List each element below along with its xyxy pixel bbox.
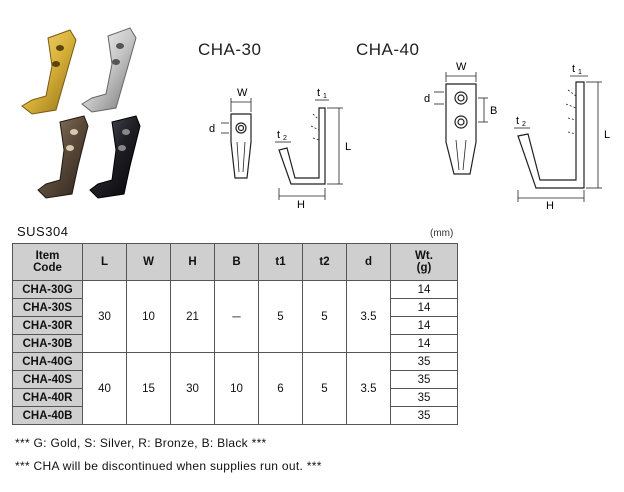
item-code: CHA-30B xyxy=(12,334,83,353)
cha40-dim-t1: t xyxy=(572,63,575,75)
cha30-drawing: W d t 1 t 2 L H xyxy=(209,87,351,210)
discontinued-note: *** CHA will be discontinued when suppli… xyxy=(15,459,322,473)
spec-table: Item Code L W H B t1 t2 d Wt. (g) CHA-30… xyxy=(12,243,458,425)
cha30-title: CHA-30 xyxy=(198,40,262,59)
bronze-hook xyxy=(37,115,89,199)
cha40-dim-t1-sub: 1 xyxy=(578,69,582,76)
item-code: CHA-40S xyxy=(12,370,83,389)
header-item-code-line1: Item xyxy=(35,250,60,262)
header-d: d xyxy=(346,243,391,281)
cha30-dim-d: d xyxy=(209,123,215,135)
cha40-dim-w: W xyxy=(456,62,467,73)
table-row: CHA-40S 35 xyxy=(12,370,458,389)
header-w: W xyxy=(126,243,171,281)
header-l: L xyxy=(82,243,127,281)
unit-label: (mm) xyxy=(430,228,454,239)
cha30-dim-w: W xyxy=(237,87,248,99)
cha40-dim-h: H xyxy=(546,200,554,210)
item-code: CHA-40G xyxy=(12,352,83,371)
gold-hook xyxy=(21,29,77,115)
cha30-dim-t2-sub: 2 xyxy=(283,135,287,142)
cell-b: 10 xyxy=(214,352,259,425)
table-row: CHA-30B 14 xyxy=(12,334,458,353)
cell-b: － xyxy=(214,280,259,353)
cha40-dim-l: L xyxy=(604,129,610,141)
table-row: CHA-40R 35 xyxy=(12,388,458,407)
item-code: CHA-30R xyxy=(12,316,83,335)
cha40-drawing: W d B t 1 t 2 L H xyxy=(424,62,610,210)
header-weight-line2: (g) xyxy=(416,262,432,274)
color-code-note: *** G: Gold, S: Silver, R: Bronze, B: Bl… xyxy=(15,436,267,450)
table-row: CHA-40G 40 15 30 10 6 5 3.5 35 xyxy=(12,352,458,425)
header-weight-line1: Wt. xyxy=(415,250,433,262)
cell-weight: 35 xyxy=(390,388,458,407)
product-photo xyxy=(21,27,141,199)
cell-d: 3.5 xyxy=(346,280,391,353)
cha30-dim-l: L xyxy=(345,141,351,153)
item-code: CHA-40R xyxy=(12,388,83,407)
cell-weight: 14 xyxy=(390,316,458,335)
cell-l: 40 xyxy=(82,352,127,425)
cha40-dim-t2: t xyxy=(516,115,519,127)
table-row: CHA-40B 35 xyxy=(12,406,458,425)
header-b: B xyxy=(214,243,259,281)
black-hook xyxy=(89,115,141,199)
cha30-dim-t2: t xyxy=(277,129,280,141)
cell-weight: 35 xyxy=(390,370,458,389)
cell-w: 15 xyxy=(126,352,171,425)
header-t1: t1 xyxy=(258,243,303,281)
cell-weight: 35 xyxy=(390,352,458,371)
header-h: H xyxy=(170,243,215,281)
header-item-code-line2: Code xyxy=(33,262,62,274)
item-code: CHA-30G xyxy=(12,280,83,299)
cell-t1: 6 xyxy=(258,352,303,425)
cell-d: 3.5 xyxy=(346,352,391,425)
silver-hook xyxy=(81,27,137,113)
cell-t1: 5 xyxy=(258,280,303,353)
cell-h: 21 xyxy=(170,280,215,353)
header-weight: Wt. (g) xyxy=(390,243,458,281)
cell-weight: 14 xyxy=(390,280,458,299)
cha30-dim-h: H xyxy=(297,199,305,210)
cell-weight: 14 xyxy=(390,298,458,317)
cha40-dim-b: B xyxy=(490,105,497,117)
cell-weight: 35 xyxy=(390,406,458,425)
cha30-dim-t1-sub: 1 xyxy=(323,93,327,100)
cell-weight: 14 xyxy=(390,334,458,353)
cha40-dim-t2-sub: 2 xyxy=(522,121,526,128)
table-row: CHA-30G 30 10 21 － 5 5 3.5 14 xyxy=(12,280,458,353)
cell-l: 30 xyxy=(82,280,127,353)
item-code: CHA-30S xyxy=(12,298,83,317)
header-item-code: Item Code xyxy=(12,243,83,281)
table-header-row: Item Code L W H B t1 t2 d Wt. (g) xyxy=(12,243,458,281)
cell-h: 30 xyxy=(170,352,215,425)
cell-w: 10 xyxy=(126,280,171,353)
material-label: SUS304 xyxy=(17,224,69,239)
cha40-title: CHA-40 xyxy=(356,40,420,59)
header-t2: t2 xyxy=(302,243,347,281)
cell-t2: 5 xyxy=(302,280,347,353)
cha40-dim-d: d xyxy=(424,93,430,105)
cell-t2: 5 xyxy=(302,352,347,425)
cha30-dim-t1: t xyxy=(317,87,320,99)
item-code: CHA-40B xyxy=(12,406,83,425)
